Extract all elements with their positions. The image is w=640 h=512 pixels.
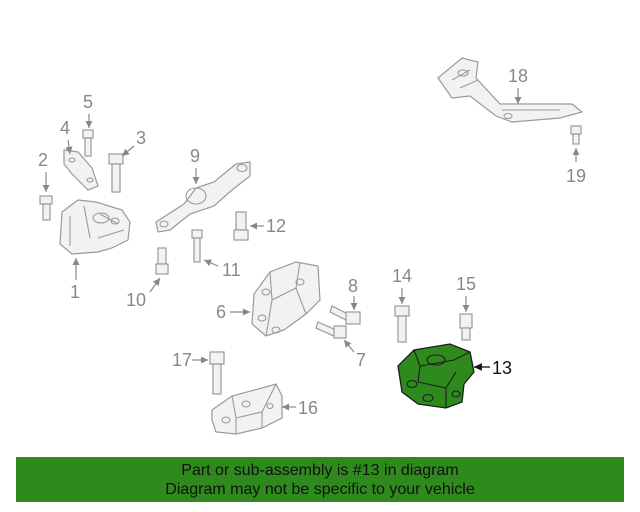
banner-line-2: Diagram may not be specific to your vehi… <box>165 481 475 498</box>
callout-7: 7 <box>356 350 366 370</box>
torque-arm[interactable] <box>155 161 251 233</box>
callout-12: 12 <box>266 216 286 236</box>
bolt-8[interactable] <box>329 305 361 325</box>
callout-18: 18 <box>508 66 528 86</box>
bolt-17[interactable] <box>209 351 225 395</box>
bolt-14[interactable] <box>394 305 410 343</box>
info-banner: Part or sub-assembly is #13 in diagram D… <box>16 457 624 502</box>
callout-5: 5 <box>83 92 93 112</box>
callout-2: 2 <box>38 150 48 170</box>
callout-4: 4 <box>60 118 70 138</box>
callout-19: 19 <box>566 166 586 186</box>
callout-15: 15 <box>456 274 476 294</box>
callout-8: 8 <box>348 276 358 296</box>
mounting-bracket[interactable] <box>251 261 321 337</box>
bolt-11[interactable] <box>191 229 203 263</box>
callout-10: 10 <box>126 290 146 310</box>
callout-3: 3 <box>136 128 146 148</box>
bolt-15[interactable] <box>459 313 473 341</box>
bolt-19[interactable] <box>570 125 582 145</box>
callout-11: 11 <box>222 260 241 280</box>
support-bracket[interactable] <box>211 383 283 435</box>
bolt-10[interactable] <box>155 247 169 275</box>
callout-13: 13 <box>492 358 512 378</box>
bolt-2[interactable] <box>39 195 53 221</box>
engine-mount[interactable] <box>59 199 131 255</box>
bolt-12[interactable] <box>233 211 249 241</box>
callout-6: 6 <box>216 302 226 322</box>
bolt-3[interactable] <box>108 153 124 193</box>
callout-1: 1 <box>70 282 80 302</box>
bolt-5[interactable] <box>82 129 94 157</box>
banner-line-1: Part or sub-assembly is #13 in diagram <box>181 462 459 479</box>
callout-9: 9 <box>190 146 200 166</box>
callout-17: 17 <box>172 350 192 370</box>
callout-14: 14 <box>392 266 412 286</box>
crossmember-bracket[interactable] <box>437 57 584 123</box>
bolt-7[interactable] <box>315 321 347 339</box>
transmission-mount[interactable] <box>397 343 475 409</box>
small-bracket[interactable] <box>63 149 99 191</box>
callout-16: 16 <box>298 398 318 418</box>
